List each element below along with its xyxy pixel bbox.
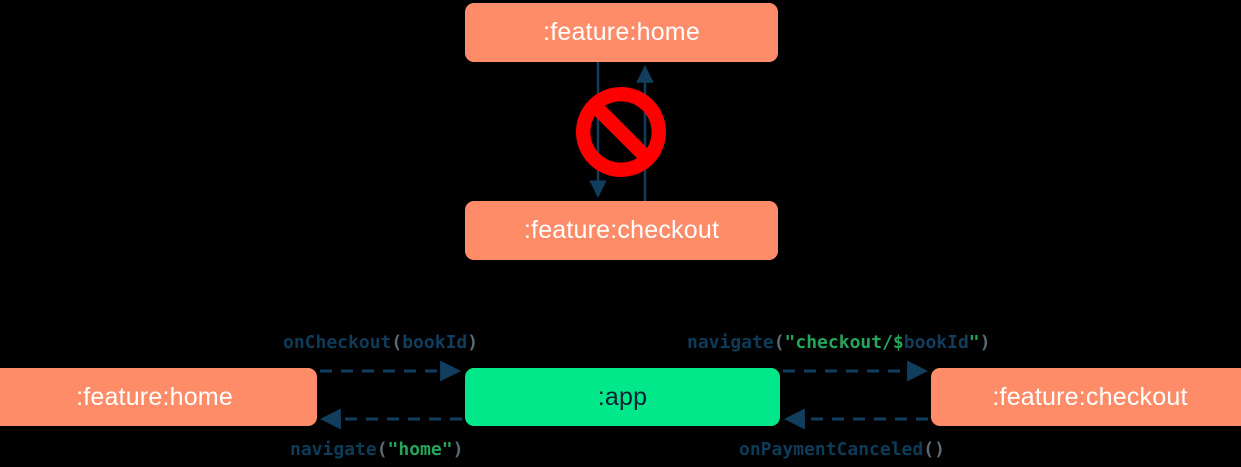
label-paren: ( — [773, 332, 785, 353]
node-label: :app — [597, 382, 648, 411]
label-string-close: " — [968, 332, 980, 353]
label-dollar: $ — [892, 332, 904, 353]
label-paren: ( — [391, 332, 403, 353]
label-fn: navigate — [687, 332, 774, 353]
node-feature-home-bottom[interactable]: :feature:home — [0, 368, 317, 426]
node-label: :feature:home — [543, 18, 700, 46]
node-label: :feature:home — [76, 382, 233, 411]
label-fn: onCheckout — [283, 332, 392, 353]
label-string: "home" — [387, 439, 453, 460]
node-feature-checkout-bottom[interactable]: :feature:checkout — [931, 368, 1241, 426]
label-ident: bookId — [903, 332, 969, 353]
edge-label-oncheckout: onCheckout(bookId) — [283, 332, 478, 353]
label-fn: onPaymentCanceled — [739, 439, 924, 460]
label-string: "checkout/ — [784, 332, 893, 353]
edge-label-navigate-checkout: navigate("checkout/$bookId") — [687, 332, 990, 353]
node-label: :feature:checkout — [992, 382, 1188, 411]
label-paren: ( — [376, 439, 388, 460]
node-feature-checkout-top[interactable]: :feature:checkout — [465, 201, 778, 260]
node-app[interactable]: :app — [465, 368, 780, 426]
label-ident: bookId — [402, 332, 468, 353]
label-paren: () — [923, 439, 945, 460]
label-paren: ) — [979, 332, 991, 353]
node-label: :feature:checkout — [523, 216, 720, 244]
label-fn: navigate — [290, 439, 377, 460]
no-entry-icon — [576, 87, 666, 177]
node-feature-home-top[interactable]: :feature:home — [465, 3, 778, 62]
edge-label-onpaymentcanceled: onPaymentCanceled() — [739, 439, 945, 460]
label-paren: ) — [452, 439, 464, 460]
label-paren: ) — [467, 332, 479, 353]
edge-label-navigate-home: navigate("home") — [290, 439, 463, 460]
